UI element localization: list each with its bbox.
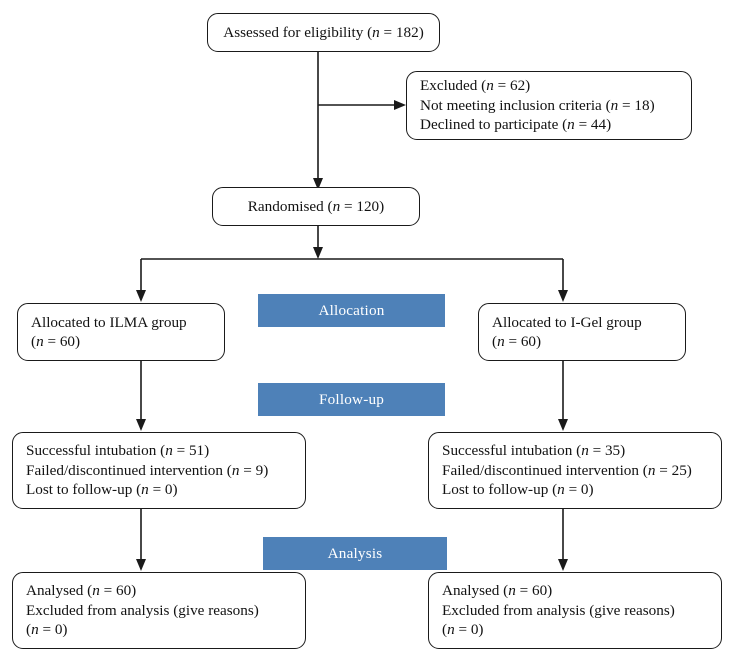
text-pre: Allocated to I-Gel group <box>492 313 642 331</box>
text-italic-n: n <box>497 333 505 350</box>
box-line: Randomised (n = 120) <box>248 197 384 217</box>
text-italic-n: n <box>231 461 240 479</box>
text-pre: Lost to follow-up ( <box>26 481 142 499</box>
analysis-banner: Analysis <box>263 537 447 570</box>
text-italic-n: n <box>508 582 516 600</box>
followup-ilma-box: Successful intubation (n = 51) Failed/di… <box>12 432 306 509</box>
followup-banner-label: Follow-up <box>318 390 385 408</box>
text-pre: ( <box>492 333 498 350</box>
box-line: (n = 0) <box>26 620 67 640</box>
box-line: (n = 60) <box>492 332 541 352</box>
box-line: Lost to follow-up (n = 0) <box>26 480 178 500</box>
allocation-banner: Allocation <box>258 294 445 327</box>
box-line: Lost to follow-up (n = 0) <box>442 480 594 500</box>
text-italic-n: n <box>31 621 39 639</box>
text-pre: ( <box>26 621 32 639</box>
text-post: = 18) <box>618 96 655 114</box>
text-italic-n: n <box>610 96 619 114</box>
text-italic-n: n <box>36 333 44 350</box>
text-post: = 182) <box>379 23 424 41</box>
text-italic-n: n <box>332 197 341 215</box>
text-pre: ( <box>31 333 37 350</box>
text-pre: Excluded from analysis (give reasons) <box>442 601 675 619</box>
analysed-igel-box: Analysed (n = 60) Excluded from analysis… <box>428 572 722 649</box>
text-italic-n: n <box>581 442 589 460</box>
box-line: Assessed for eligibility (n = 182) <box>223 23 424 43</box>
text-post: = 62) <box>493 77 531 95</box>
text-italic-n: n <box>567 116 575 134</box>
text-post: = 60) <box>504 333 542 350</box>
text-post: = 60) <box>43 333 81 350</box>
text-italic-n: n <box>447 621 455 639</box>
box-line: Failed/discontinued intervention (n = 25… <box>442 461 692 481</box>
box-line: Declined to participate (n = 44) <box>420 115 611 135</box>
box-line: Successful intubation (n = 35) <box>442 441 625 461</box>
text-italic-n: n <box>372 23 380 41</box>
text-pre: Allocated to ILMA group <box>31 313 187 331</box>
box-line: Analysed (n = 60) <box>442 581 552 601</box>
assessed-for-eligibility-box: Assessed for eligibility (n = 182) <box>207 13 440 52</box>
text-pre: Lost to follow-up ( <box>442 481 558 499</box>
text-pre: Assessed for eligibility ( <box>223 23 373 41</box>
text-italic-n: n <box>486 77 494 95</box>
excluded-box: Excluded (n = 62) Not meeting inclusion … <box>406 71 692 140</box>
text-post: = 0) <box>38 621 68 639</box>
text-pre: Excluded ( <box>420 77 487 95</box>
text-post: = 0) <box>148 481 178 499</box>
box-line: (n = 0) <box>442 620 483 640</box>
text-pre: ( <box>442 621 448 639</box>
text-pre: Analysed ( <box>442 582 509 600</box>
text-post: = 60) <box>515 582 553 600</box>
text-italic-n: n <box>92 582 100 600</box>
text-pre: Excluded from analysis (give reasons) <box>26 601 259 619</box>
text-post: = 0) <box>564 481 594 499</box>
box-line: Not meeting inclusion criteria (n = 18) <box>420 96 655 116</box>
box-line: Successful intubation (n = 51) <box>26 441 209 461</box>
analysed-ilma-box: Analysed (n = 60) Excluded from analysis… <box>12 572 306 649</box>
text-pre: Failed/discontinued intervention ( <box>442 461 648 479</box>
text-pre: Analysed ( <box>26 582 93 600</box>
text-italic-n: n <box>647 461 656 479</box>
box-line: Excluded from analysis (give reasons) <box>442 601 675 621</box>
text-pre: Successful intubation ( <box>26 442 166 460</box>
box-line: Allocated to ILMA group <box>31 313 187 333</box>
text-post: = 51) <box>172 442 210 460</box>
analysis-banner-label: Analysis <box>327 544 383 562</box>
text-italic-n: n <box>141 481 149 499</box>
followup-igel-box: Successful intubation (n = 35) Failed/di… <box>428 432 722 509</box>
box-line: Excluded from analysis (give reasons) <box>26 601 259 621</box>
text-post: = 9) <box>239 461 269 479</box>
text-post: = 120) <box>340 197 385 215</box>
allocated-ilma-box: Allocated to ILMA group (n = 60) <box>17 303 225 361</box>
box-line: Excluded (n = 62) <box>420 76 530 96</box>
text-pre: Failed/discontinued intervention ( <box>26 461 232 479</box>
box-line: (n = 60) <box>31 332 80 352</box>
text-post: = 0) <box>454 621 484 639</box>
text-post: = 35) <box>588 442 626 460</box>
box-line: Failed/discontinued intervention (n = 9) <box>26 461 268 481</box>
text-post: = 44) <box>574 116 612 134</box>
text-pre: Not meeting inclusion criteria ( <box>420 96 611 114</box>
text-italic-n: n <box>165 442 173 460</box>
followup-banner: Follow-up <box>258 383 445 416</box>
text-italic-n: n <box>557 481 565 499</box>
allocated-igel-box: Allocated to I-Gel group (n = 60) <box>478 303 686 361</box>
text-post: = 60) <box>99 582 137 600</box>
text-pre: Randomised ( <box>247 197 333 215</box>
box-line: Allocated to I-Gel group <box>492 313 642 333</box>
randomised-box: Randomised (n = 120) <box>212 187 420 226</box>
text-pre: Declined to participate ( <box>420 116 568 134</box>
allocation-banner-label: Allocation <box>318 301 385 319</box>
text-post: = 25) <box>655 461 692 479</box>
text-pre: Successful intubation ( <box>442 442 582 460</box>
box-line: Analysed (n = 60) <box>26 581 136 601</box>
